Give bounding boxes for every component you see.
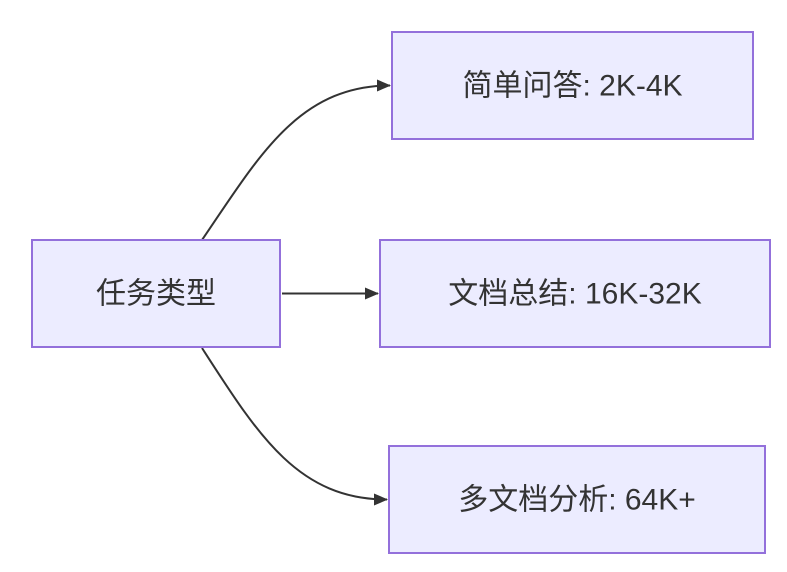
node-task-type-box	[31, 239, 281, 348]
edge-root-to-multi-doc	[201, 347, 388, 506]
node-doc-summary-label: 文档总结: 16K-32K	[448, 278, 701, 311]
node-doc-summary: 文档总结: 16K-32K	[379, 239, 771, 348]
node-doc-summary-box	[379, 239, 771, 348]
node-simple-qa-label: 简单问答: 2K-4K	[462, 70, 682, 103]
edges	[201, 79, 391, 506]
node-multi-doc: 多文档分析: 64K+	[388, 445, 766, 554]
node-task-type-label: 任务类型	[96, 278, 216, 311]
edge-root-to-simple-qa	[201, 79, 391, 241]
node-multi-doc-box	[388, 445, 766, 554]
node-simple-qa: 简单问答: 2K-4K	[391, 31, 754, 140]
node-task-type: 任务类型	[31, 239, 281, 348]
node-multi-doc-label: 多文档分析: 64K+	[458, 484, 696, 517]
node-simple-qa-box	[391, 31, 754, 140]
